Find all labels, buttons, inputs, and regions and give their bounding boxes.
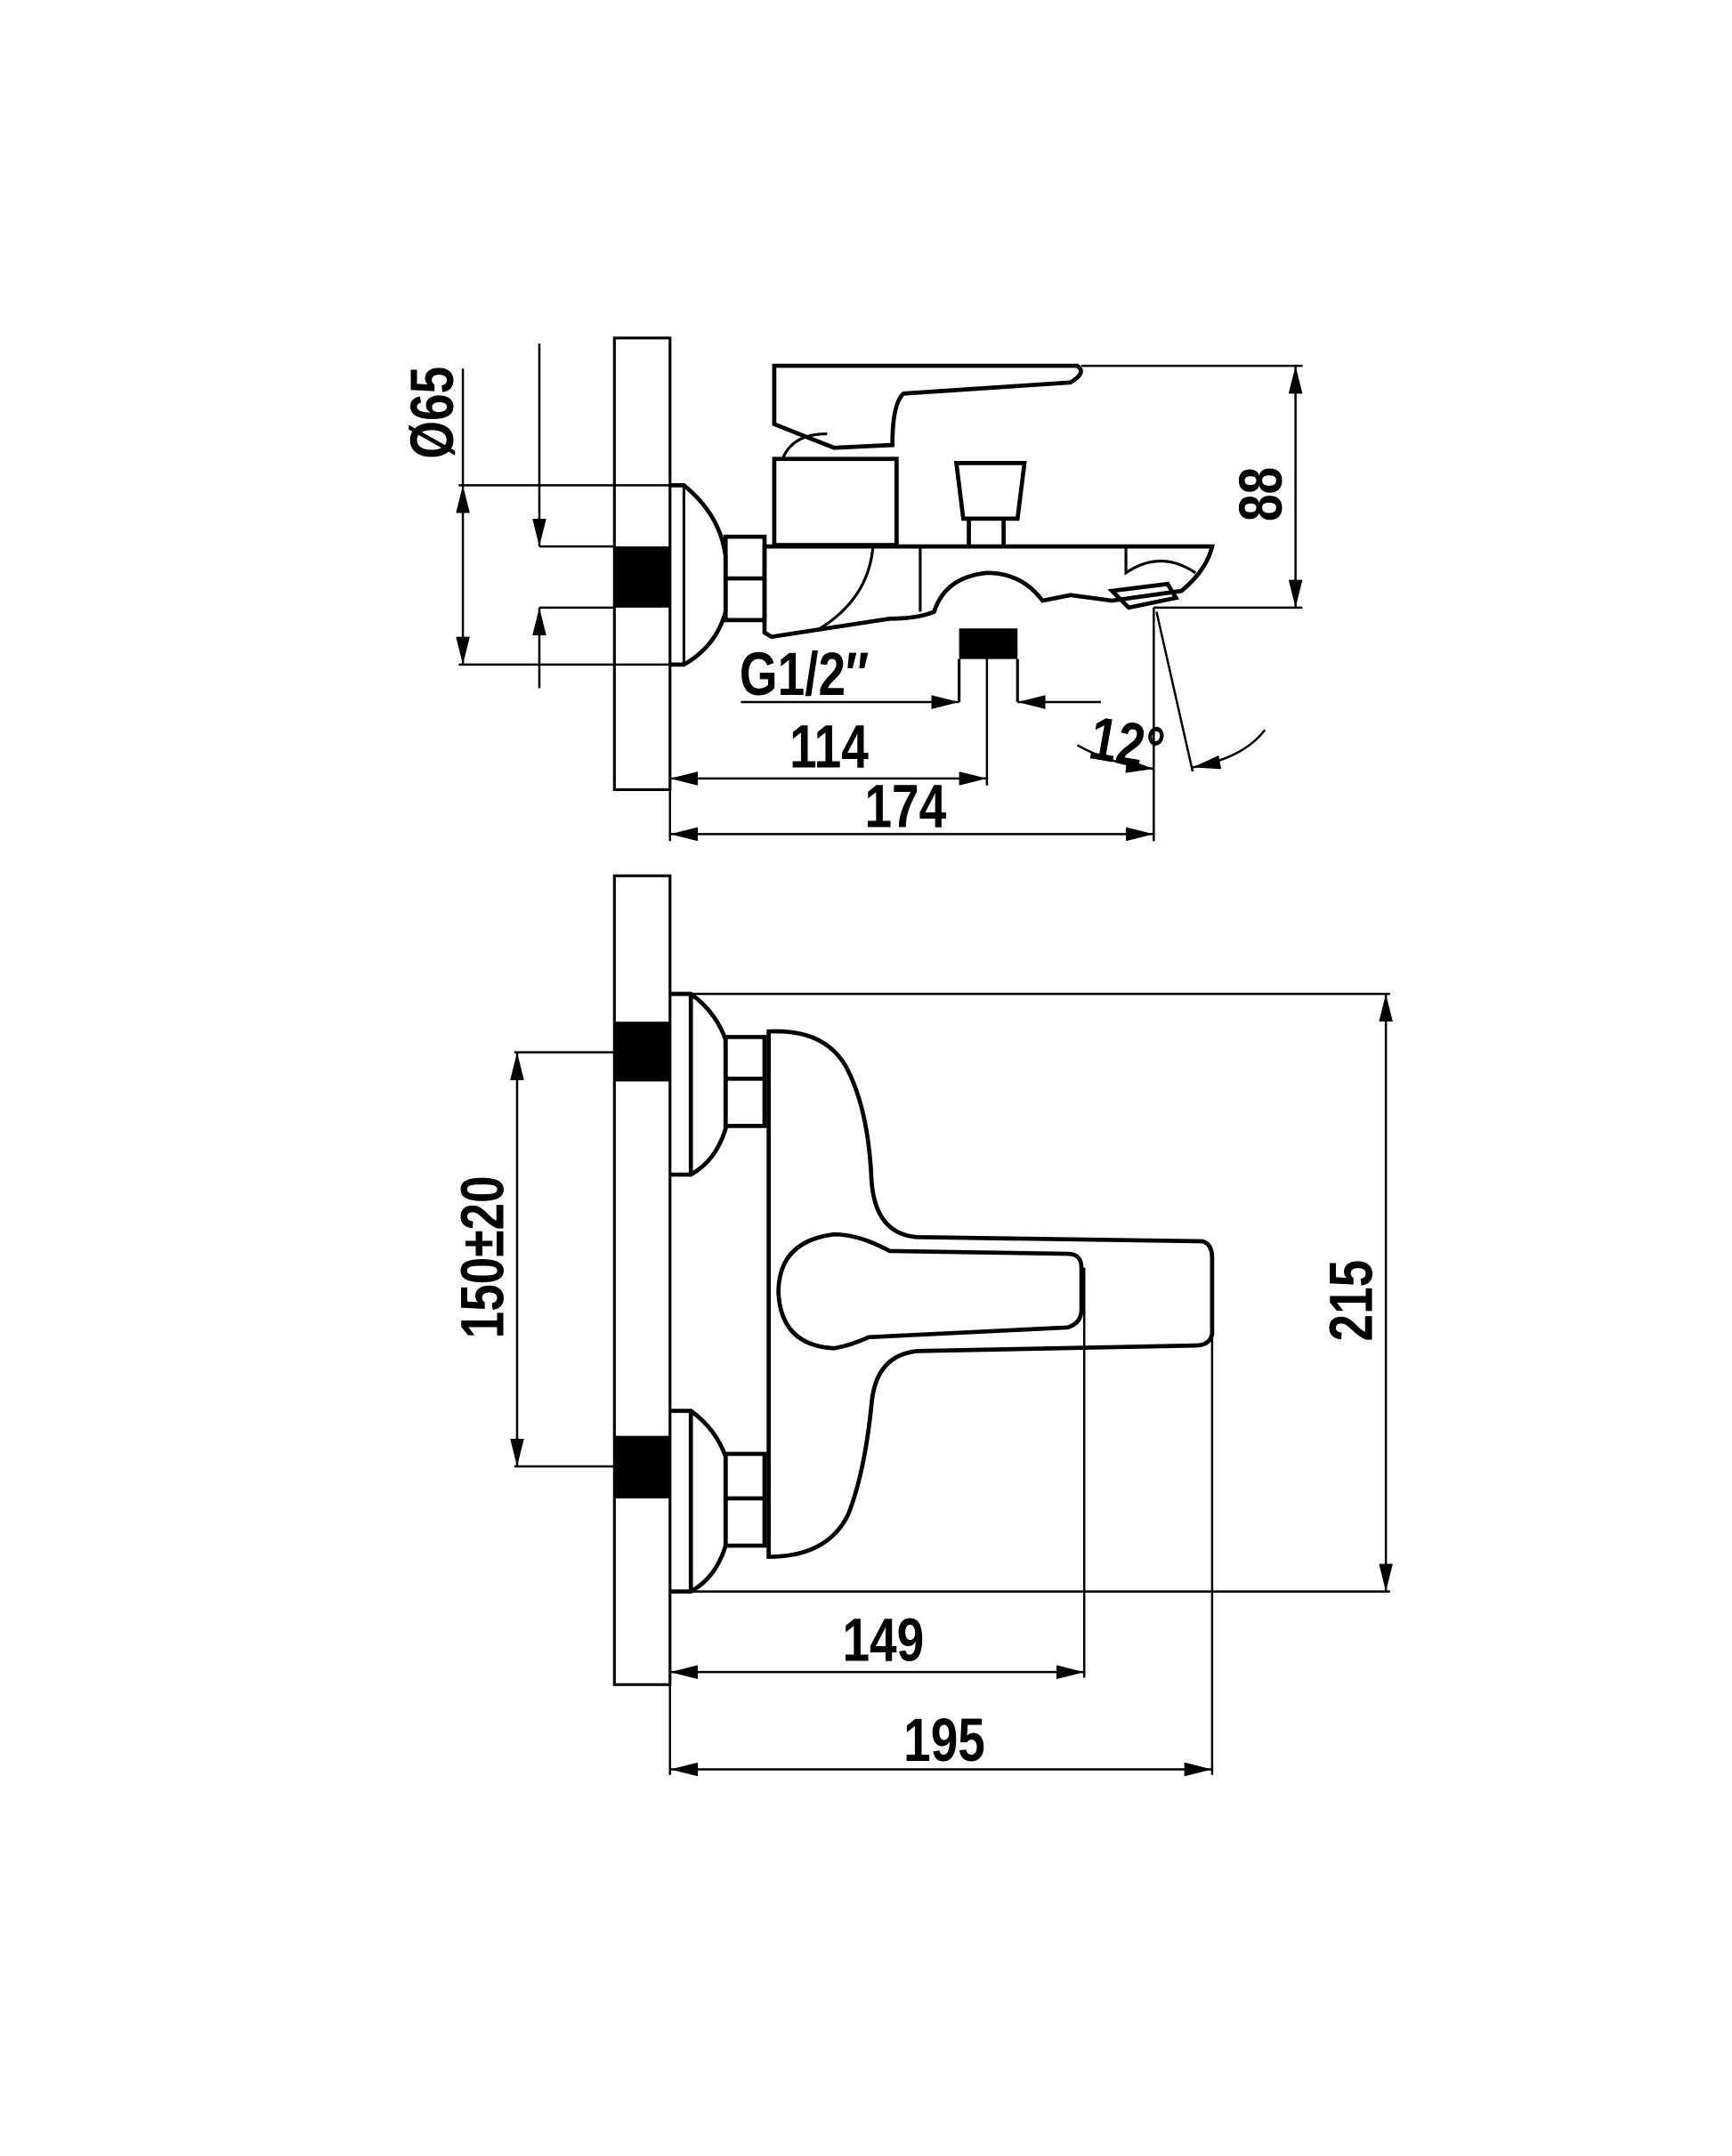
wall-thread — [614, 546, 670, 608]
rosette-lower — [669, 1409, 728, 1594]
spout-reach-label: 174 — [864, 773, 946, 841]
diverter-knob — [953, 461, 1027, 545]
outlet-thread — [959, 628, 1018, 659]
body — [762, 544, 1215, 640]
lever-handle — [776, 1231, 1084, 1351]
rosette — [669, 483, 728, 667]
outlet-distance-label: 114 — [789, 714, 869, 781]
nut-upper — [723, 1035, 767, 1128]
nut-lower — [723, 1451, 767, 1548]
wall-section-top — [612, 874, 672, 1686]
centers-label: 150±20 — [449, 1175, 517, 1338]
rosette-upper — [669, 991, 728, 1177]
thread-label: G1/2″ — [740, 641, 870, 708]
lever-depth-label: 149 — [842, 1607, 924, 1675]
spout-aerator — [1107, 581, 1179, 610]
height-label: 88 — [1227, 467, 1295, 521]
total-height-label: 215 — [1318, 1260, 1386, 1342]
side-view: Ø65 88 G1/2″ 114 174 12° — [399, 336, 1303, 842]
lever — [772, 363, 1083, 450]
mixer-body — [766, 1029, 1215, 1559]
cartridge — [772, 456, 899, 547]
nut — [723, 534, 767, 623]
wall-thread-lower — [614, 1435, 670, 1498]
diameter-label: Ø65 — [399, 367, 466, 459]
total-depth-label: 195 — [903, 1707, 985, 1774]
angle-label: 12° — [1085, 705, 1170, 784]
wall-thread-upper — [614, 1021, 670, 1082]
top-view: 215 150±20 149 195 — [449, 874, 1393, 1777]
